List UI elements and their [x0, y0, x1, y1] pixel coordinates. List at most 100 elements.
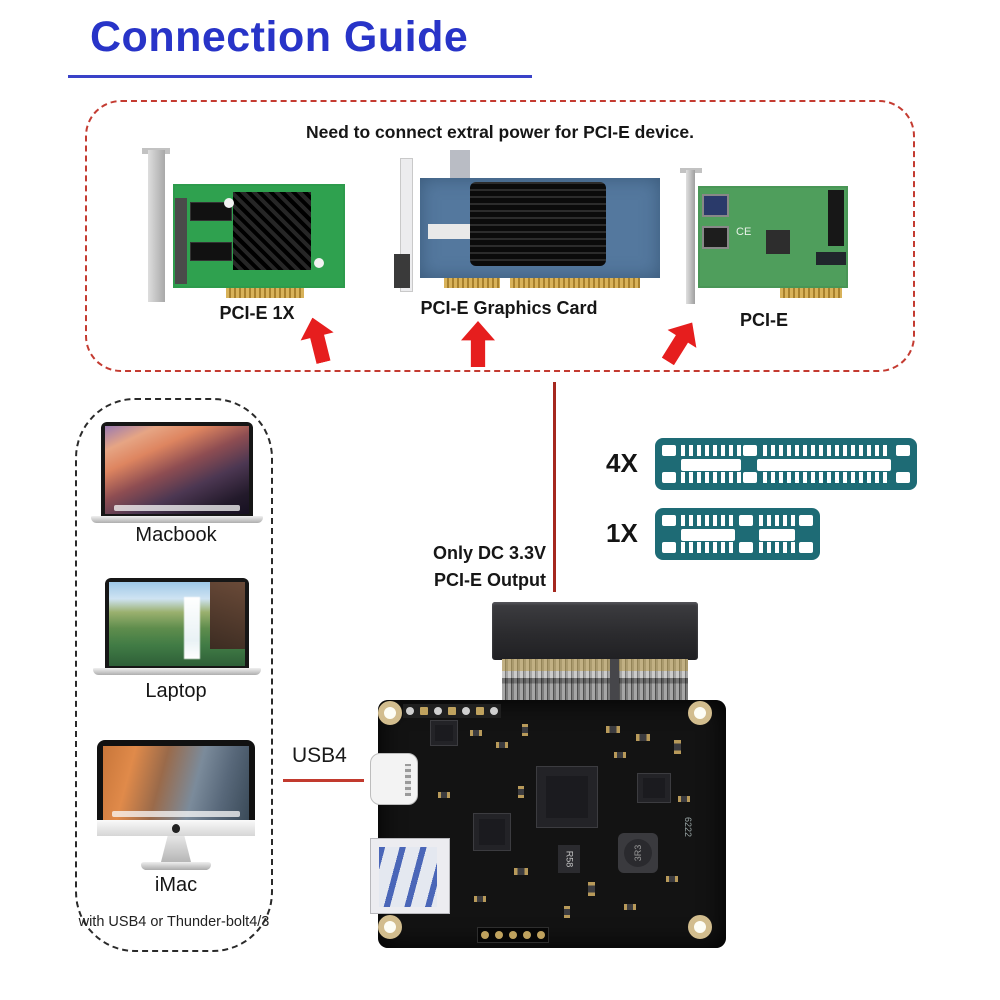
- pcie-1x-card-image: [128, 146, 388, 304]
- pcb-component: [606, 726, 620, 733]
- card-bracket: [148, 150, 165, 302]
- slot-teeth: [763, 445, 891, 456]
- screw: [314, 258, 324, 268]
- ce-silkscreen: CE: [736, 226, 752, 238]
- devices-note: with USB4 or Thunder-bolt4/3: [78, 914, 270, 930]
- chip: [430, 720, 458, 746]
- pcb-component: [518, 786, 524, 798]
- gold-edge-connector: [444, 278, 500, 288]
- pcie-1x-slot-icon: [655, 508, 820, 560]
- gold-edge-connector: [780, 288, 842, 298]
- host-devices-box: Macbook Laptop iMac with USB4 or Thunder…: [75, 398, 273, 952]
- slot-teeth: [759, 542, 797, 553]
- slot-bar: [681, 459, 741, 471]
- pcie-usb-card-image: CE: [678, 168, 862, 308]
- slot-teeth: [681, 542, 737, 553]
- bottom-pin-header: [477, 927, 549, 943]
- laptop-base: [93, 668, 261, 675]
- power-warning-box: Need to connect extral power for PCI-E d…: [85, 100, 915, 372]
- slot-bar: [759, 529, 795, 541]
- page-title: Connection Guide: [90, 13, 469, 61]
- pcb-component: [522, 724, 528, 736]
- slot-key-pad: [739, 542, 753, 553]
- cliff: [209, 582, 245, 650]
- pcie-4x-slot-icon: [655, 438, 917, 490]
- device-label-laptop: Laptop: [145, 680, 207, 702]
- usb-a-tongue: [379, 847, 437, 907]
- mounting-hole: [688, 915, 712, 939]
- connector-line: [553, 382, 556, 592]
- pcb-component: [666, 876, 678, 882]
- macbook-image: [101, 422, 253, 518]
- pcb-component: [636, 734, 650, 741]
- dock-bar: [111, 811, 241, 817]
- slot-pad: [896, 445, 910, 456]
- dvi-port: [394, 254, 410, 288]
- sata-connector: [816, 252, 846, 265]
- imac-chin: [97, 820, 255, 836]
- main-controller-chip: [536, 766, 598, 828]
- slot-teeth: [759, 515, 797, 526]
- title-underline: [68, 75, 532, 78]
- riser-pins: [502, 659, 688, 701]
- card-label-pcie-1x: PCI-E 1X: [219, 303, 295, 323]
- usb4-label: USB4: [292, 744, 347, 767]
- pcb-component: [564, 906, 570, 918]
- mounting-hole: [378, 915, 402, 939]
- imac-image: [97, 740, 255, 836]
- slot-teeth: [681, 472, 741, 483]
- power-warning-heading: Need to connect extral power for PCI-E d…: [305, 122, 695, 142]
- laptop-image: [105, 578, 249, 670]
- slot-teeth: [763, 472, 891, 483]
- laptop-wallpaper: [109, 582, 245, 666]
- slot-pad: [799, 515, 813, 526]
- pcie-slot-riser: [492, 602, 698, 660]
- slot-key-pad: [743, 445, 757, 456]
- usb-a-port: [370, 838, 450, 914]
- card-bracket: [686, 170, 695, 304]
- imac-base: [141, 862, 211, 870]
- pcb-component: [674, 740, 681, 754]
- label-sticker: [428, 224, 478, 239]
- pcb-component: [514, 868, 528, 875]
- slot-pad: [662, 542, 676, 553]
- chip: [766, 230, 790, 254]
- output-note-line2: PCI-E Output: [434, 570, 546, 590]
- usb4-adapter-board: 3R3 R58 6222: [370, 700, 726, 948]
- macbook-wallpaper: [105, 426, 249, 514]
- slot-key-pad: [739, 515, 753, 526]
- mounting-hole: [378, 701, 402, 725]
- slot-label-1x: 1X: [606, 518, 638, 548]
- macbook-base: [91, 516, 263, 523]
- slot-key-pad: [743, 472, 757, 483]
- power-header: [828, 190, 844, 246]
- imac-wallpaper: [103, 746, 249, 820]
- chip: [637, 773, 671, 803]
- pcb-component: [588, 882, 595, 896]
- slot-pad: [896, 472, 910, 483]
- slot-bar: [681, 529, 735, 541]
- usb-c-port: [370, 753, 418, 805]
- inductor-3r3: 3R3: [618, 833, 658, 873]
- slot-label-4x: 4X: [606, 448, 638, 478]
- dock-bar: [113, 505, 241, 511]
- card-label-graphics: PCI-E Graphics Card: [420, 298, 598, 318]
- gold-edge-connector: [226, 288, 304, 298]
- chip: [473, 813, 511, 851]
- gold-edge-connector: [510, 278, 640, 288]
- ethernet-ports: [175, 198, 187, 284]
- output-note-line1: Only DC 3.3V: [432, 543, 546, 563]
- device-label-imac: iMac: [154, 874, 198, 896]
- slot-teeth: [681, 445, 741, 456]
- slot-teeth: [681, 515, 737, 526]
- heatsink: [233, 192, 311, 270]
- pin-key-divider: [610, 659, 619, 701]
- chip: [190, 242, 232, 261]
- inductor-marking: 3R3: [624, 839, 652, 867]
- pcb-component: [470, 730, 482, 736]
- slot-pad: [662, 515, 676, 526]
- usb-port: [702, 226, 729, 249]
- slot-pad: [662, 445, 676, 456]
- usb-port: [702, 194, 729, 217]
